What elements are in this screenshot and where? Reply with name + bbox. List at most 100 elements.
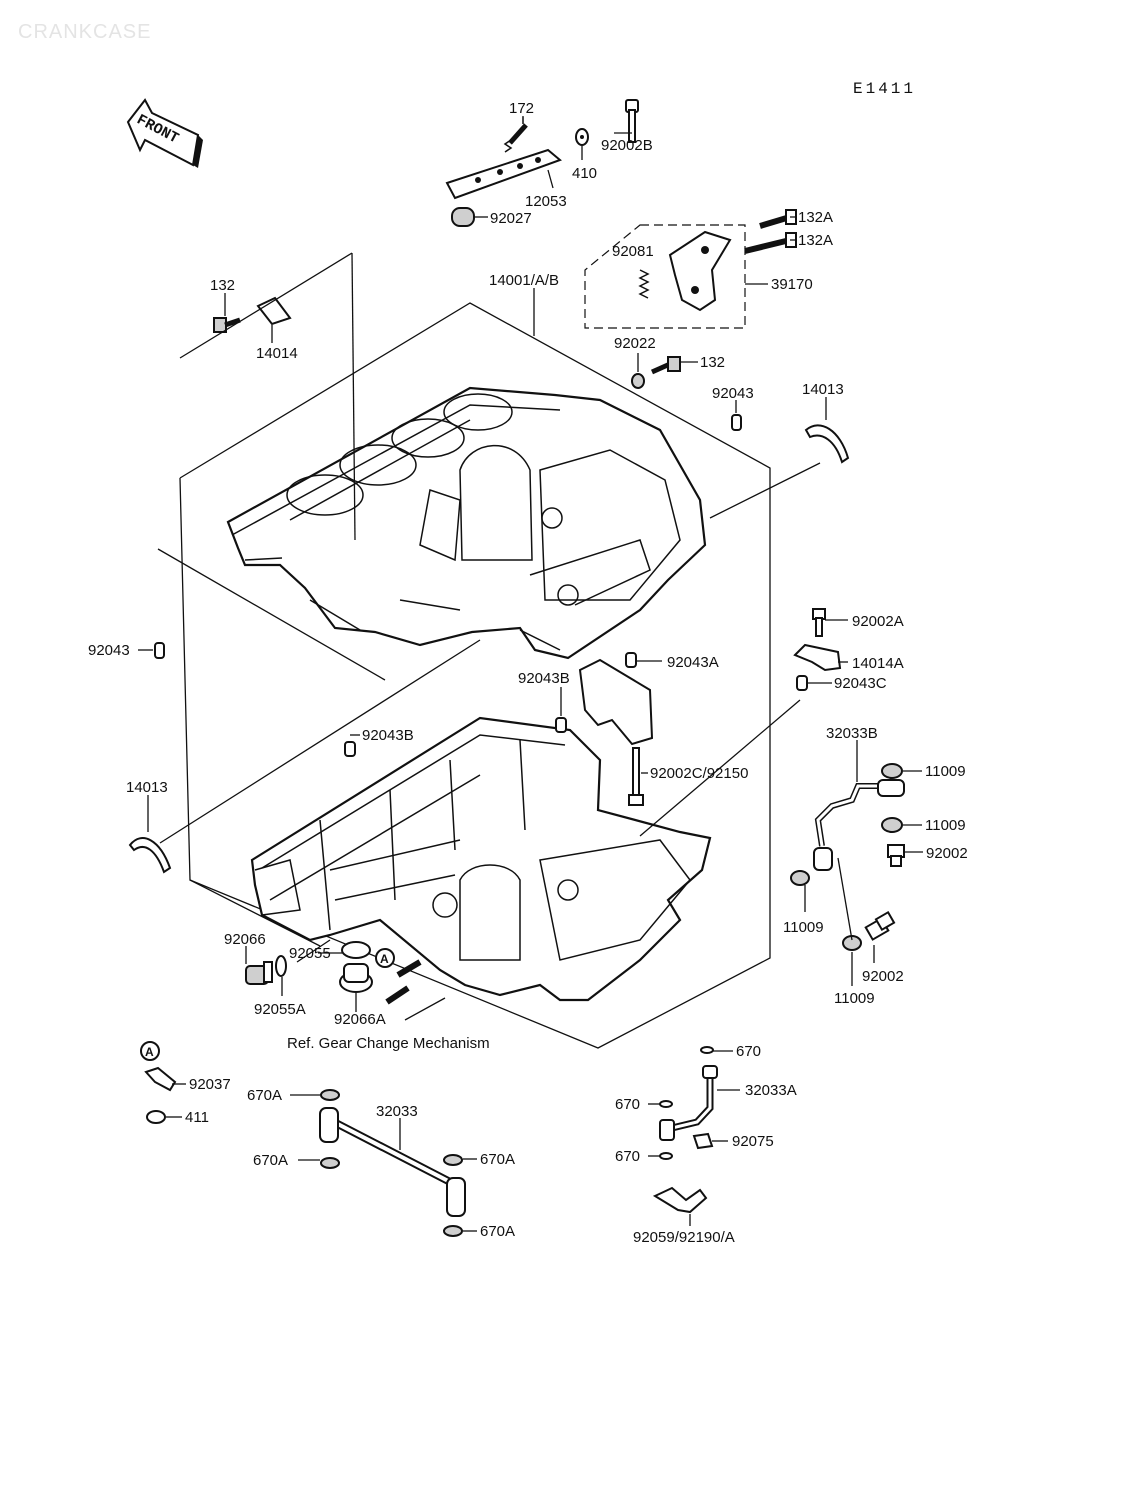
bolt-132-left [213, 317, 241, 333]
label-670a-2: 670A [253, 1152, 288, 1169]
label-92037: 92037 [189, 1076, 231, 1093]
label-92055a: 92055A [254, 1001, 306, 1018]
label-92066a: 92066A [334, 1011, 386, 1028]
bolt-132a-2 [744, 232, 797, 254]
oil-pipe-32033b [813, 779, 905, 871]
washer-11009-2 [881, 817, 903, 833]
lower-crankcase [250, 716, 712, 1002]
seal-14013-top [804, 424, 850, 464]
guide-12053 [445, 148, 562, 200]
oring-670a-1 [320, 1089, 340, 1101]
label-12053: 12053 [525, 193, 567, 210]
dowel-92043b-2 [344, 741, 356, 757]
label-92002a: 92002A [852, 613, 904, 630]
label-670a-4: 670A [480, 1223, 515, 1240]
label-670-2: 670 [615, 1096, 640, 1113]
label-670a-1: 670A [247, 1087, 282, 1104]
oring-92055 [341, 941, 371, 959]
oring-670a-2 [320, 1157, 340, 1169]
spring-92081 [638, 269, 650, 299]
washer-411 [146, 1110, 166, 1124]
oil-pipe-32033 [319, 1107, 466, 1217]
label-11009-3: 11009 [783, 919, 824, 936]
label-92022: 92022 [614, 335, 656, 352]
washer-11009-4 [842, 935, 862, 951]
front-direction-arrow: FRONT [126, 98, 203, 168]
label-39170: 39170 [771, 276, 813, 293]
bolt-92002b [625, 99, 639, 143]
bushing-92027 [451, 207, 475, 227]
marker-a-lower: A [375, 948, 395, 968]
bracket-39170 [668, 230, 732, 312]
label-92043a: 92043A [667, 654, 719, 671]
label-11009-2: 11009 [925, 817, 966, 834]
washer-11009-1 [881, 763, 903, 779]
dowel-92043-top [731, 414, 742, 431]
label-92043b-1: 92043B [518, 670, 570, 687]
hose-92059 [652, 1186, 708, 1214]
dowel-92043c [796, 675, 808, 691]
label-92043-left: 92043 [88, 642, 130, 659]
label-132-mid: 132 [700, 354, 725, 371]
svg-text:A: A [145, 1045, 154, 1059]
bolt-92002-1 [887, 844, 905, 867]
diagram-code: E1411 [853, 80, 916, 98]
marker-a-left: A [140, 1041, 160, 1061]
stud-bolts [385, 959, 422, 1005]
label-92059-92190-a: 92059/92190/A [633, 1229, 735, 1246]
leader-lines [138, 117, 923, 1232]
bearing-cap [578, 658, 654, 746]
clamp-92075 [692, 1132, 714, 1150]
label-92066: 92066 [224, 931, 266, 948]
label-92002c-92150: 92002C/92150 [650, 765, 748, 782]
plug-92066 [245, 961, 273, 985]
dowel-92043b-1 [555, 717, 567, 733]
label-11009-1: 11009 [925, 763, 966, 780]
label-14001ab: 14001/A/B [489, 272, 559, 289]
bolt-132-mid [650, 356, 681, 375]
label-92027: 92027 [490, 210, 532, 227]
fitting-92037 [144, 1066, 177, 1092]
label-92081: 92081 [612, 243, 654, 260]
label-92043c: 92043C [834, 675, 887, 692]
label-132a-2: 132A [798, 232, 833, 249]
label-410: 410 [572, 165, 597, 182]
watermark: CRANKCASE [18, 21, 151, 43]
label-11009-4: 11009 [834, 990, 875, 1007]
plug-92066a [339, 963, 373, 993]
washer-92022 [631, 373, 645, 389]
label-32033a: 32033A [745, 1082, 797, 1099]
upper-crankcase [226, 386, 707, 660]
label-670-1: 670 [736, 1043, 761, 1060]
label-132a-1: 132A [798, 209, 833, 226]
label-132-top: 132 [210, 277, 235, 294]
bolt-92002-2 [864, 910, 896, 941]
seal-14013-left [128, 837, 172, 874]
plate-14014a [793, 643, 842, 672]
label-14014a: 14014A [852, 655, 904, 672]
washer-11009-3 [790, 870, 810, 886]
dowel-92043a [625, 652, 637, 668]
oring-670-2 [659, 1100, 673, 1108]
oring-670-3 [659, 1152, 673, 1160]
label-670a-3: 670A [480, 1151, 515, 1168]
label-172: 172 [509, 100, 534, 117]
oring-670-1 [700, 1046, 714, 1054]
label-32033: 32033 [376, 1103, 418, 1120]
label-14013-top: 14013 [802, 381, 844, 398]
washer-92055a [275, 955, 287, 977]
label-92043b-2: 92043B [362, 727, 414, 744]
plate-14014 [256, 296, 292, 326]
bolt-92002a [812, 608, 826, 637]
label-92002b: 92002B [601, 137, 653, 154]
bolt-92002c-92150 [628, 747, 644, 806]
bolt-132a-1 [759, 209, 797, 229]
oil-pipe-32033a [659, 1065, 718, 1141]
svg-text:A: A [380, 952, 389, 966]
label-14013-left: 14013 [126, 779, 168, 796]
label-411: 411 [185, 1109, 209, 1126]
ref-gear-change-note: Ref. Gear Change Mechanism [287, 1035, 490, 1052]
part-labels: 172 92002B 410 12053 92027 132A 132A 140… [88, 100, 968, 1246]
label-670-3: 670 [615, 1148, 640, 1165]
